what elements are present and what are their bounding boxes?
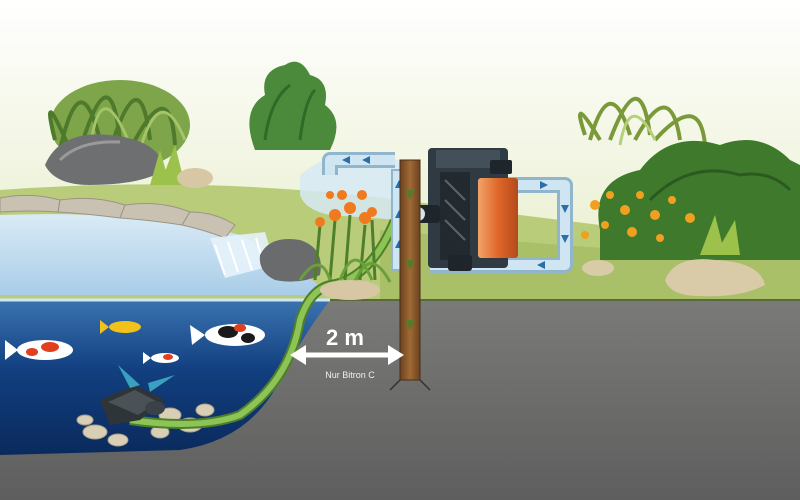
rock-icon [45,134,165,185]
plant-icon [150,145,185,185]
rock-icon [320,280,380,300]
koi-fish-icon [143,352,179,364]
koi-fish-icon [190,324,265,346]
plant-icon [578,96,707,146]
plant-icon [298,190,392,283]
plant-icon [249,61,337,150]
plant-icon [700,215,740,255]
koi-fish-icon [5,340,73,360]
arrow-icon [118,365,175,392]
arrow-icon [405,190,415,330]
plant-icon [581,191,695,242]
filter-icon [410,148,518,271]
rock-icon [582,259,765,297]
pond-surface [0,214,330,295]
dimension-note: Nur Bitron C [325,370,375,380]
koi-fish-icon [100,320,141,334]
dimension-arrow [290,345,404,365]
rock-icon [0,194,236,239]
plant-icon [598,140,800,260]
pump-icon [100,385,165,425]
rock-icon [177,168,213,188]
waterfall [210,232,275,278]
dimension-value: 2 m [326,325,364,350]
